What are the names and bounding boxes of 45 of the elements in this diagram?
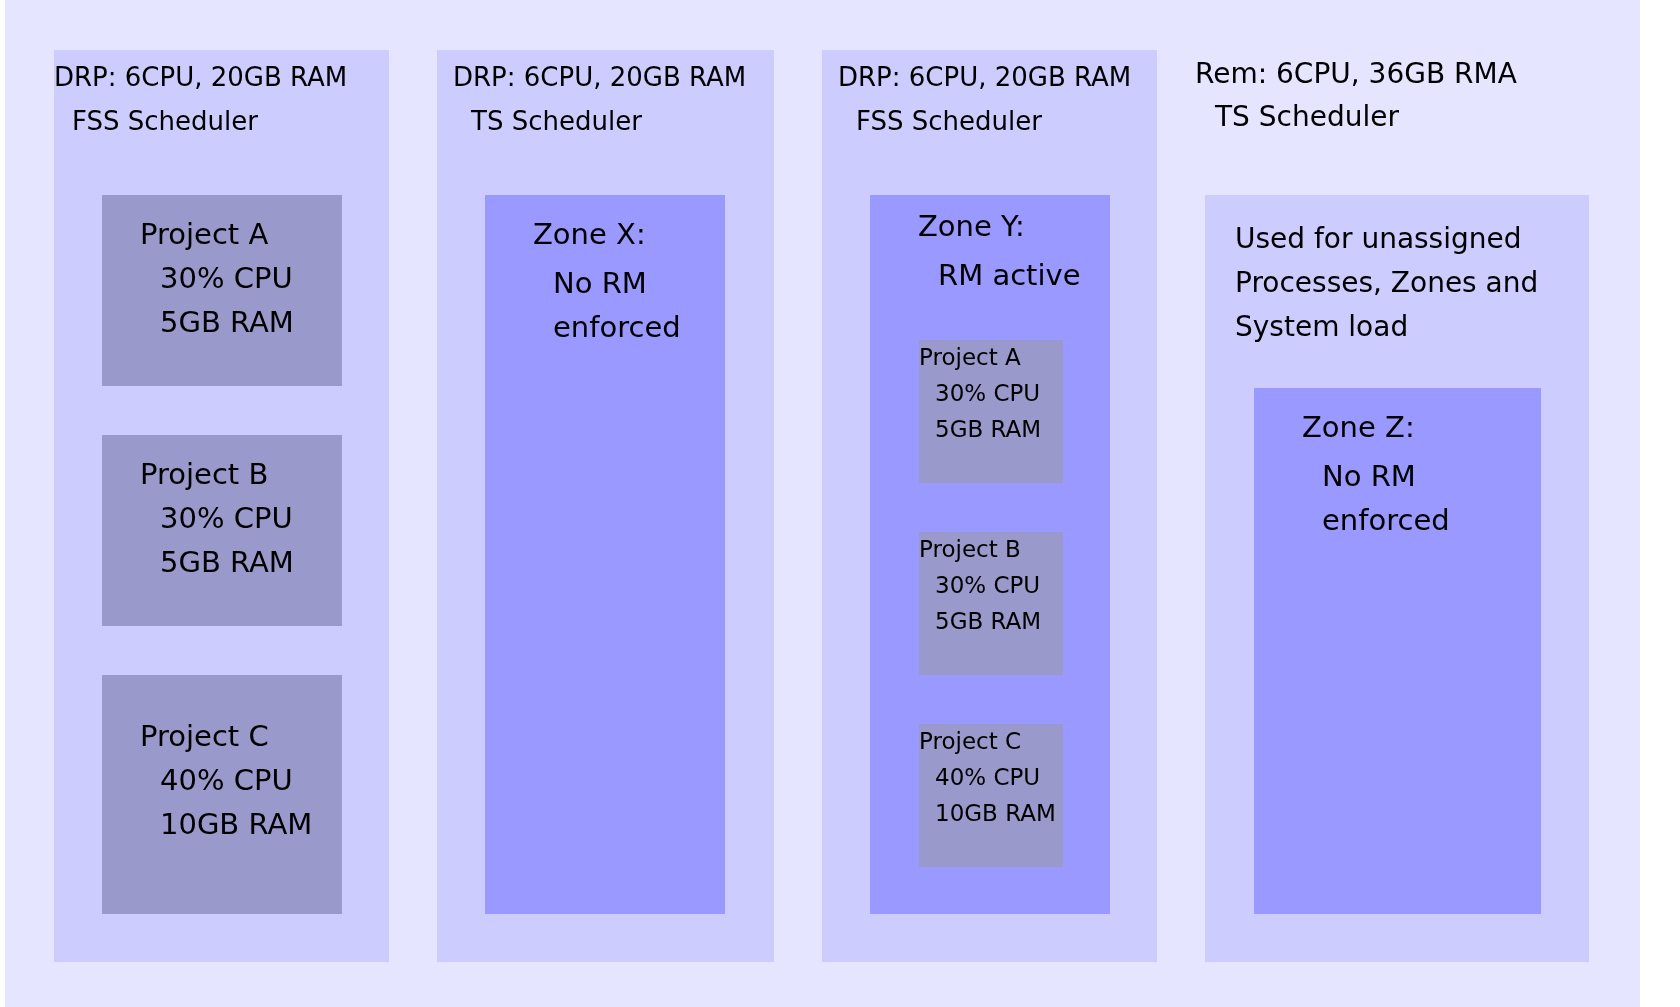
box-title: Zone X:: [533, 217, 646, 252]
box-detail: 10GB RAM: [160, 807, 313, 842]
box-title: Project A: [140, 217, 269, 252]
box-title: Zone Y:: [918, 209, 1025, 244]
box-detail: 30% CPU: [935, 572, 1041, 600]
box-title: Project C: [140, 719, 269, 754]
zone-box: [485, 195, 725, 914]
pool-heading: Rem: 6CPU, 36GB RMA: [1195, 57, 1517, 91]
box-detail: 5GB RAM: [160, 545, 294, 580]
box-detail: 5GB RAM: [935, 416, 1042, 444]
box-detail: 10GB RAM: [935, 800, 1056, 828]
box-detail: RM active: [938, 257, 1082, 294]
box-title: Project A: [919, 344, 1021, 372]
box-detail: No RM enforced: [1322, 458, 1451, 539]
resource-pool-panel: [54, 50, 389, 962]
project-box: [102, 435, 342, 626]
project-box: [102, 675, 342, 914]
box-detail: 30% CPU: [160, 261, 293, 296]
pool-heading: DRP: 6CPU, 20GB RAM: [838, 62, 1132, 94]
resource-pool-panel: [822, 50, 1157, 962]
box-detail: 30% CPU: [160, 501, 293, 536]
box-title: Project B: [919, 536, 1021, 564]
box-detail: 40% CPU: [935, 764, 1041, 792]
box-detail: 5GB RAM: [160, 305, 294, 340]
box-detail: 30% CPU: [935, 380, 1041, 408]
project-box: [919, 532, 1063, 675]
project-box: [919, 724, 1063, 867]
pool-heading: DRP: 6CPU, 20GB RAM: [453, 62, 747, 94]
box-detail: 40% CPU: [160, 763, 293, 798]
pool-heading: TS Scheduler: [471, 106, 642, 138]
project-box: [102, 195, 342, 386]
pool-heading: TS Scheduler: [1215, 100, 1399, 134]
resource-pool-panel: [437, 50, 774, 962]
box-title: Zone Z:: [1302, 410, 1415, 445]
project-box: [919, 340, 1063, 483]
zone-box: [870, 195, 1110, 914]
box-detail: 5GB RAM: [935, 608, 1042, 636]
box-detail: No RM enforced: [553, 265, 682, 346]
pool-heading: FSS Scheduler: [856, 106, 1042, 138]
pool-heading: DRP: 6CPU, 20GB RAM: [54, 62, 348, 94]
pool-heading: FSS Scheduler: [72, 106, 258, 138]
zone-box: [1254, 388, 1541, 914]
pool-description: Used for unassigned Processes, Zones and System load: [1235, 221, 1540, 345]
box-title: Project C: [919, 728, 1022, 756]
box-title: Project B: [140, 457, 269, 492]
